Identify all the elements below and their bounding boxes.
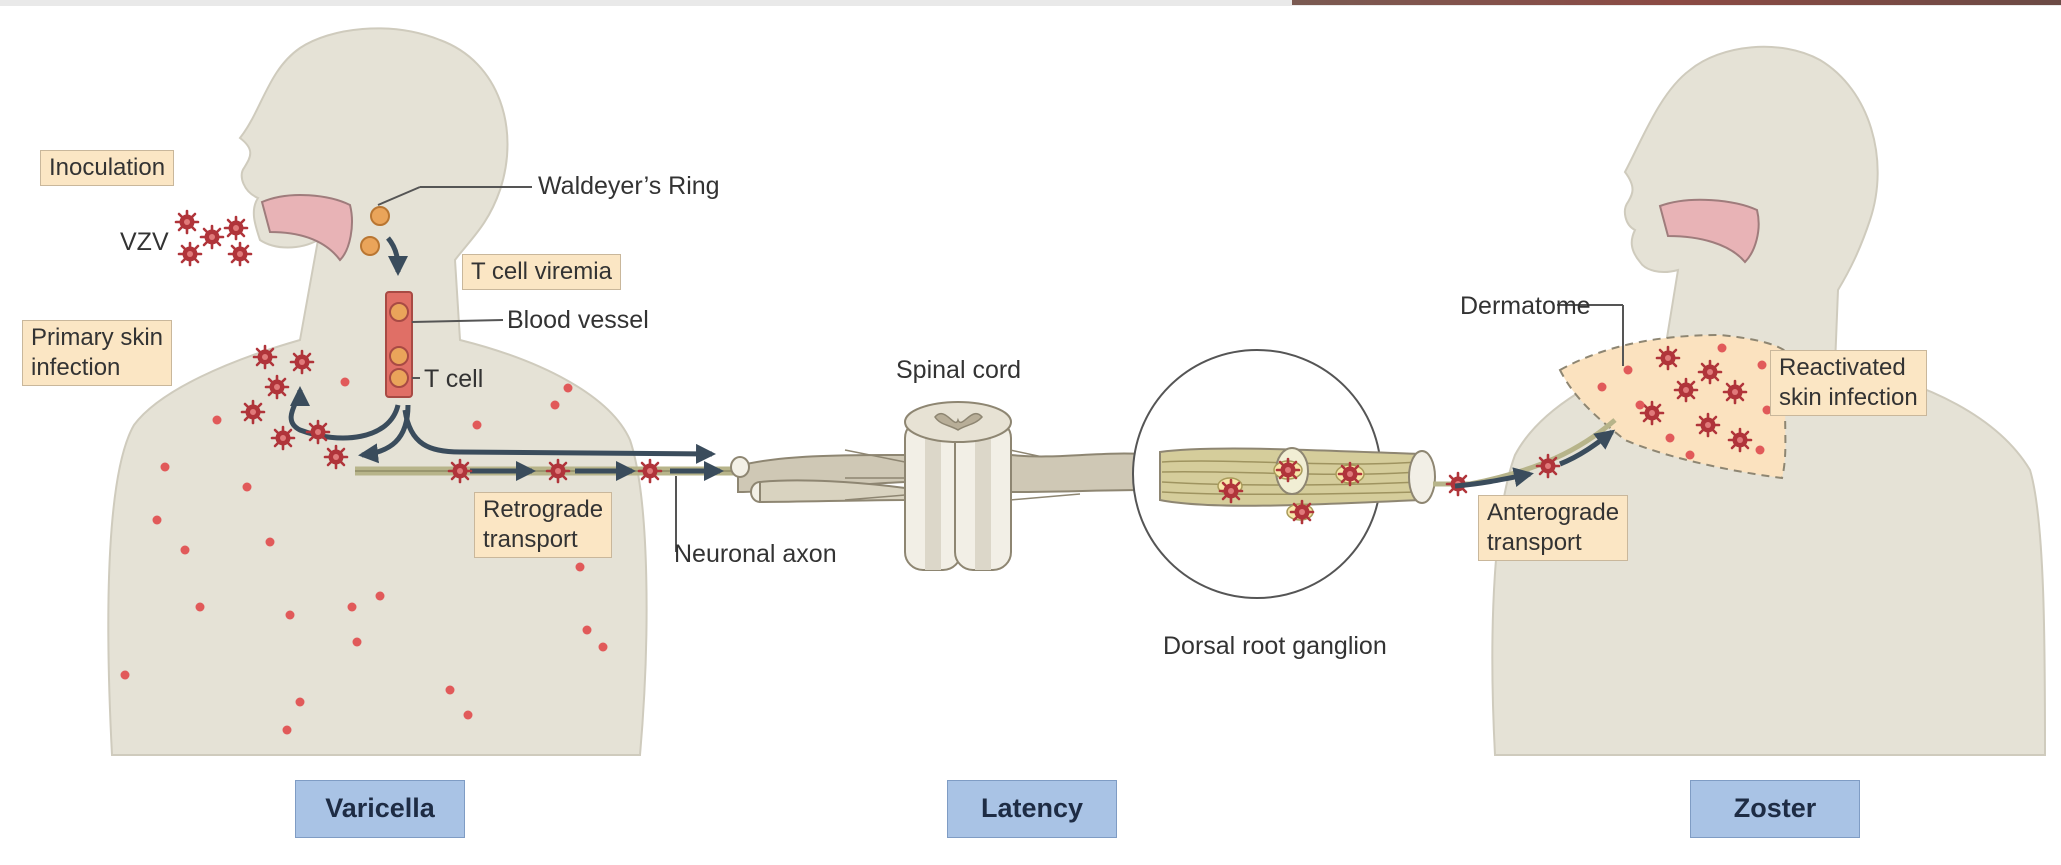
t-cell-label: T cell bbox=[424, 365, 483, 394]
primary-skin-infection-line-1: Primary skin bbox=[31, 323, 163, 353]
primary-skin-infection-line-2: infection bbox=[31, 353, 163, 383]
phase-varicella-label: Varicella bbox=[295, 780, 465, 838]
anterograde-transport-line-2: transport bbox=[1487, 528, 1619, 558]
inoculation-label-box: Inoculation bbox=[40, 150, 174, 186]
neuronal-axon-label: Neuronal axon bbox=[674, 540, 837, 569]
phase-latency-label: Latency bbox=[947, 780, 1117, 838]
anterograde-transport-label-box: Anterograde transport bbox=[1478, 495, 1628, 561]
vzv-label: VZV bbox=[120, 228, 169, 257]
phase-zoster-label: Zoster bbox=[1690, 780, 1860, 838]
dermatome-label: Dermatome bbox=[1460, 292, 1591, 321]
primary-skin-infection-label-box: Primary skin infection bbox=[22, 320, 172, 386]
retrograde-transport-line-2: transport bbox=[483, 525, 603, 555]
dorsal-root-ganglion-label: Dorsal root ganglion bbox=[1163, 632, 1387, 661]
zoster-figure bbox=[1455, 47, 2045, 755]
inoculation-label: Inoculation bbox=[49, 154, 165, 181]
waldeyers-ring-label: Waldeyer’s Ring bbox=[538, 172, 720, 201]
dorsal-root-ganglion-illustration bbox=[1133, 350, 1470, 598]
retrograde-transport-line-1: Retrograde bbox=[483, 495, 603, 525]
anterograde-transport-line-1: Anterograde bbox=[1487, 498, 1619, 528]
t-cell-viremia-label-box: T cell viremia bbox=[462, 254, 621, 290]
spinal-cord-label: Spinal cord bbox=[896, 356, 1021, 385]
reactivated-skin-infection-line-2: skin infection bbox=[1779, 383, 1918, 413]
reactivated-skin-infection-label-box: Reactivated skin infection bbox=[1770, 350, 1927, 416]
t-cell-viremia-label: T cell viremia bbox=[471, 258, 612, 285]
reactivated-skin-infection-line-1: Reactivated bbox=[1779, 353, 1918, 383]
retrograde-transport-label-box: Retrograde transport bbox=[474, 492, 612, 558]
blood-vessel-label: Blood vessel bbox=[507, 306, 649, 335]
